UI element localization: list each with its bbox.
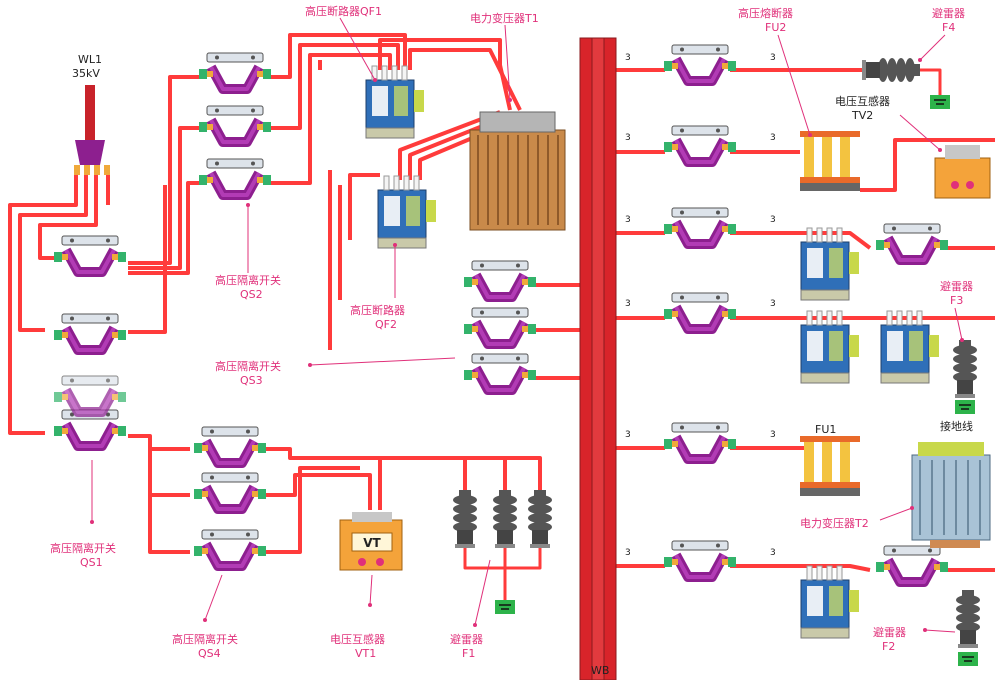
mark-3: 3 xyxy=(770,53,776,63)
transformer-t1 xyxy=(469,111,566,231)
wiring xyxy=(8,33,995,572)
wire-count-marks: 3 3 3 3 3 3 3 3 3 3 3 3 xyxy=(625,53,776,558)
vt1-code: VT1 xyxy=(355,647,376,660)
voltage-transformer-tv2 xyxy=(934,145,991,199)
f4-title: 避雷器 xyxy=(932,6,965,20)
mark-3: 3 xyxy=(625,299,631,309)
labels: WL1 35kV 高压断路器QF1 电力变压器T1 高压熔断器 FU2 避雷器 … xyxy=(50,4,973,677)
mark-3: 3 xyxy=(625,53,631,63)
mark-3: 3 xyxy=(625,548,631,558)
fu1-label: FU1 xyxy=(815,423,836,436)
vt1-title: 电压互感器 xyxy=(330,633,385,646)
mark-3: 3 xyxy=(625,133,631,143)
qs2-title: 高压隔离开关 xyxy=(215,273,281,287)
mark-3: 3 xyxy=(625,215,631,225)
mark-3: 3 xyxy=(625,430,631,440)
qs1-title: 高压隔离开关 xyxy=(50,541,116,555)
f3-title: 避雷器 xyxy=(940,279,973,293)
tv2-title: 电压互感器 xyxy=(835,95,890,108)
mark-3: 3 xyxy=(770,133,776,143)
f2-code: F2 xyxy=(882,640,895,653)
f1-code: F1 xyxy=(462,647,475,660)
qs4-title: 高压隔离开关 xyxy=(172,632,238,646)
qs3-title: 高压隔离开关 xyxy=(215,359,281,373)
qs1-code: QS1 xyxy=(80,556,103,569)
qf2-code: QF2 xyxy=(375,318,397,331)
fu2-code: FU2 xyxy=(765,21,786,34)
ground-label: 接地线 xyxy=(940,419,973,433)
transformer-t2 xyxy=(911,442,991,548)
qf2-title: 高压断路器 xyxy=(350,303,405,317)
qs3-code: QS3 xyxy=(240,374,263,387)
t1-label: 电力变压器T1 xyxy=(470,11,539,25)
feeder-termination xyxy=(74,140,110,175)
bus-label: WB xyxy=(591,664,609,677)
qs2-code: QS2 xyxy=(240,288,263,301)
tv2-code: TV2 xyxy=(851,109,873,122)
mark-3: 3 xyxy=(770,548,776,558)
qf1-label: 高压断路器QF1 xyxy=(305,4,382,18)
f3-code: F3 xyxy=(950,294,963,307)
voltage-transformer-vt1: VT xyxy=(339,512,403,571)
feeder-voltage: 35kV xyxy=(72,67,100,80)
feeder-cable xyxy=(85,85,95,145)
bus-bars xyxy=(579,37,617,680)
f4-code: F4 xyxy=(942,21,955,34)
feeder-name: WL1 xyxy=(78,53,102,66)
mark-3: 3 xyxy=(770,430,776,440)
f1-title: 避雷器 xyxy=(450,632,483,646)
f2-title: 避雷器 xyxy=(873,625,906,639)
mark-3: 3 xyxy=(770,299,776,309)
fu2-title: 高压熔断器 xyxy=(738,6,793,20)
mark-3: 3 xyxy=(770,215,776,225)
qs4-code: QS4 xyxy=(198,647,221,660)
svg-text:VT: VT xyxy=(363,536,381,550)
grounds xyxy=(463,68,979,667)
t2-label: 电力变压器T2 xyxy=(800,516,869,530)
